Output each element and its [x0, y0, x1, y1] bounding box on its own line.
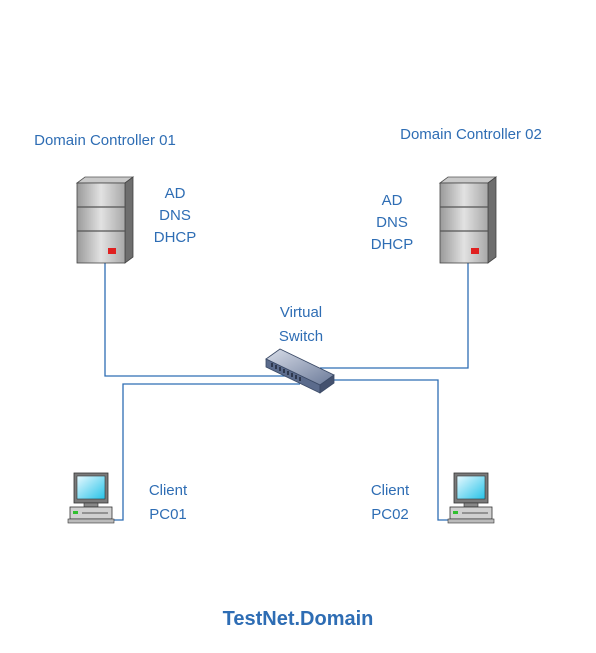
link-dc01-switch — [104, 262, 300, 377]
dc01-role-ad: AD — [164, 185, 186, 202]
switch-label-line2: Switch — [278, 328, 324, 345]
link-pc02-switch — [320, 379, 450, 521]
computer-icon — [67, 472, 115, 524]
dc02-name-label: Domain Controller 02 — [400, 126, 542, 143]
pc02-label-line2: PC02 — [371, 506, 409, 523]
link-pc01-switch — [108, 383, 300, 521]
pc01-label-line1: Client — [148, 482, 188, 499]
server-icon — [438, 176, 498, 264]
dc01-role-dhcp: DHCP — [153, 229, 197, 246]
switch-icon — [265, 348, 335, 394]
domain-title: TestNet.Domain — [222, 608, 374, 630]
connection-lines — [104, 262, 469, 521]
switch-label: Virtual Switch — [261, 301, 341, 349]
switch-label-line1: Virtual — [279, 304, 323, 321]
computer-icon — [447, 472, 495, 524]
dc02-role-ad: AD — [381, 192, 403, 209]
pc01-label: Client PC01 — [136, 479, 200, 527]
dc01-name-label: Domain Controller 01 — [34, 132, 176, 149]
dc02-roles: AD DNS DHCP — [357, 190, 427, 256]
link-dc02-switch — [320, 262, 469, 369]
pc01-label-line2: PC01 — [149, 506, 187, 523]
dc02-role-dhcp: DHCP — [370, 236, 414, 253]
pc02-label: Client PC02 — [358, 479, 422, 527]
dc02-role-dns: DNS — [376, 214, 408, 231]
dc01-role-dns: DNS — [159, 207, 191, 224]
server-icon — [75, 176, 135, 264]
pc02-label-line1: Client — [370, 482, 410, 499]
dc01-roles: AD DNS DHCP — [140, 183, 210, 249]
